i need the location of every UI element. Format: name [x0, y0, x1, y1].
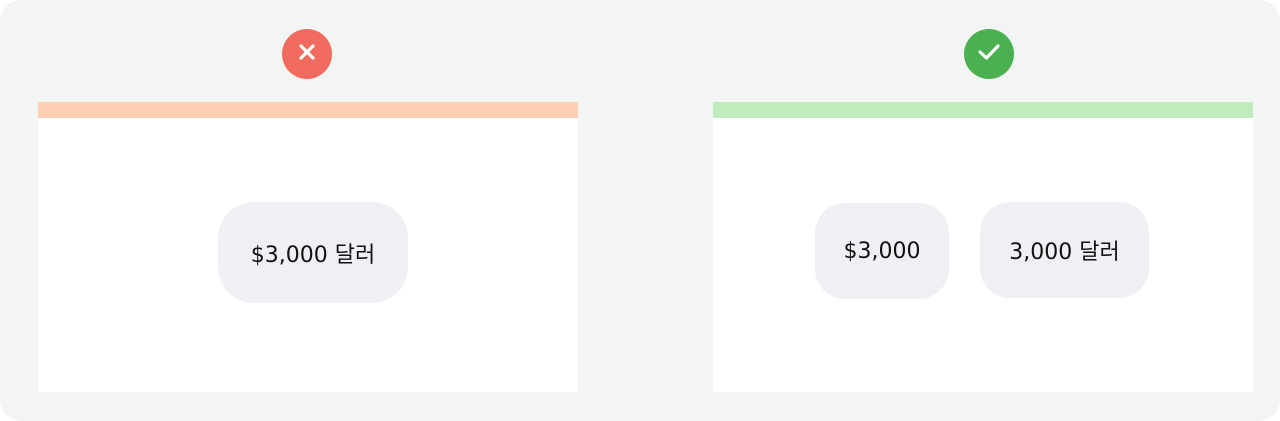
check-icon	[976, 41, 1002, 67]
combined-currency-chip: $3,000 달러	[218, 202, 408, 303]
incorrect-status-bar	[38, 102, 578, 118]
chip-label: $3,000 달러	[250, 242, 376, 268]
chip-label: $3,000	[843, 238, 921, 264]
korean-unit-chip: 3,000 달러	[980, 202, 1149, 298]
correct-badge	[964, 29, 1014, 79]
correct-example-panel: $3,000 3,000 달러	[713, 102, 1253, 392]
close-icon	[296, 41, 318, 67]
incorrect-badge	[282, 29, 332, 79]
incorrect-example-panel: $3,000 달러	[38, 102, 578, 392]
chip-label: 3,000 달러	[1009, 240, 1120, 265]
dollar-symbol-chip: $3,000	[815, 203, 949, 299]
correct-status-bar	[713, 102, 1253, 118]
